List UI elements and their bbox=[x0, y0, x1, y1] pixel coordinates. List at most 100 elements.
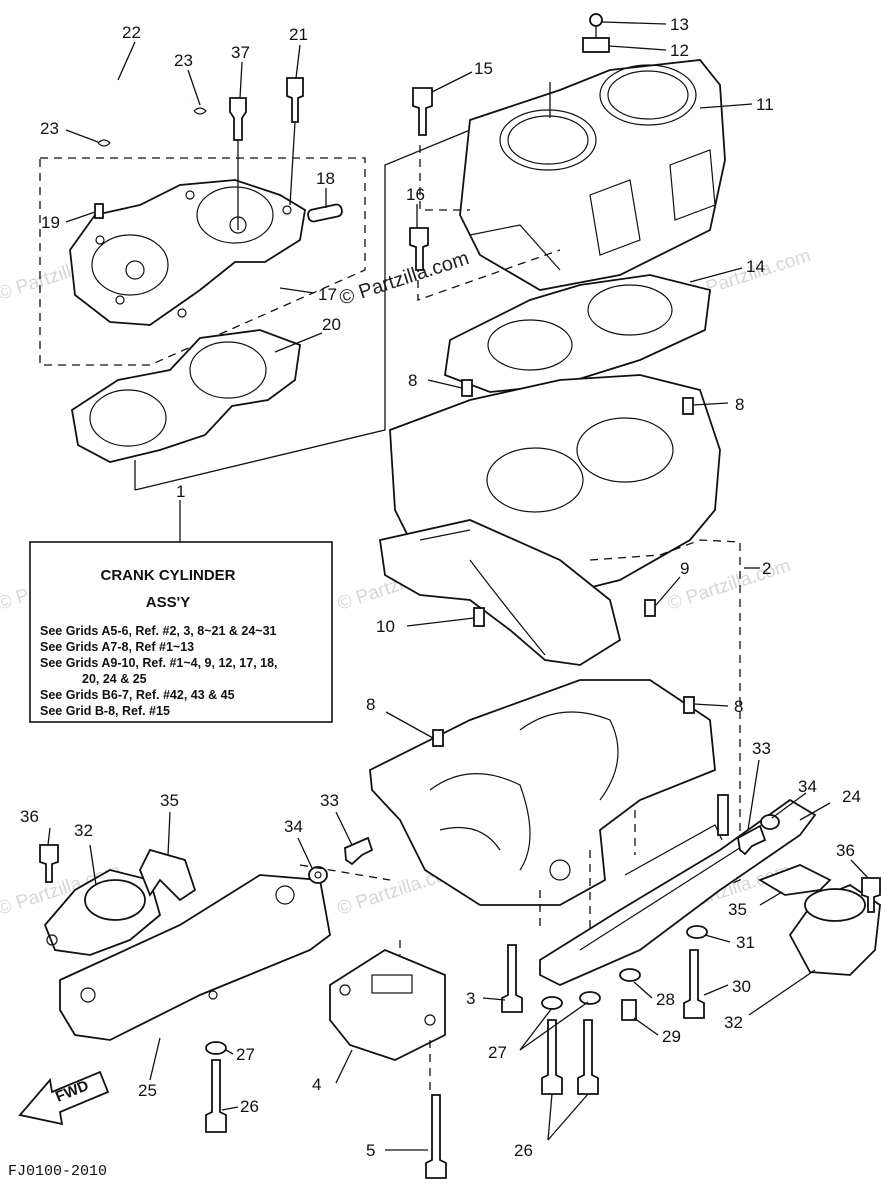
bolt-15 bbox=[412, 87, 433, 136]
cylinder-head-17 bbox=[69, 179, 306, 326]
washer-27 bbox=[579, 991, 601, 1005]
screw-13 bbox=[589, 13, 603, 27]
callout-14: 14 bbox=[746, 257, 765, 276]
info-box-title-1: CRANK CYLINDER bbox=[101, 567, 236, 584]
callout-32: 32 bbox=[724, 1013, 743, 1032]
cylinder-block-11 bbox=[409, 13, 726, 301]
callout-9: 9 bbox=[680, 559, 689, 578]
diagram-code: FJ0100-2010 bbox=[8, 1163, 107, 1180]
right-hardware bbox=[737, 814, 881, 913]
callout-10: 10 bbox=[376, 617, 395, 636]
callout-26: 26 bbox=[514, 1141, 533, 1160]
callout-33: 33 bbox=[320, 791, 339, 810]
callout-1: 1 bbox=[176, 482, 185, 501]
callout-23: 23 bbox=[174, 51, 193, 70]
dowel-8 bbox=[682, 397, 694, 415]
callout-3: 3 bbox=[466, 989, 475, 1008]
bolt-36-left bbox=[39, 844, 59, 883]
callout-8: 8 bbox=[735, 395, 744, 414]
callout-24: 24 bbox=[842, 787, 861, 806]
dowel-8 bbox=[461, 379, 473, 397]
fwd-arrow: FWD bbox=[18, 1070, 110, 1126]
callout-17: 17 bbox=[318, 285, 337, 304]
cylinder-head-group bbox=[39, 74, 366, 463]
callout-numbers: 22 23 23 37 21 18 19 17 20 15 16 13 12 1… bbox=[20, 15, 861, 1160]
head-gasket-20 bbox=[71, 329, 301, 463]
head-dashed-box bbox=[39, 157, 366, 366]
bolt-30 bbox=[683, 949, 705, 1019]
callout-31: 31 bbox=[736, 933, 755, 952]
info-box-border bbox=[29, 541, 333, 723]
washer-28 bbox=[619, 968, 641, 982]
callout-8: 8 bbox=[734, 697, 743, 716]
dowel-19 bbox=[94, 203, 104, 219]
callout-5: 5 bbox=[366, 1141, 375, 1160]
damper-35-left bbox=[139, 848, 197, 902]
dowel-9 bbox=[644, 599, 656, 617]
pin bbox=[717, 794, 729, 836]
washer-31 bbox=[686, 925, 708, 939]
bolt-21 bbox=[286, 77, 304, 123]
callout-11: 11 bbox=[756, 95, 774, 114]
bolt-29 bbox=[621, 999, 637, 1021]
info-box-title-2: ASS'Y bbox=[146, 594, 190, 611]
washers bbox=[205, 925, 708, 1055]
callout-33: 33 bbox=[752, 739, 771, 758]
callout-2: 2 bbox=[762, 559, 771, 578]
bracket-12 bbox=[582, 37, 610, 53]
callout-30: 30 bbox=[732, 977, 751, 996]
info-box: CRANK CYLINDER ASS'Y See Grids A5-6, Ref… bbox=[29, 541, 333, 723]
dashed-guides bbox=[299, 810, 636, 1095]
engine-mount-32-left bbox=[43, 869, 162, 956]
callout-leaders bbox=[47, 21, 869, 1151]
lower-crankcase bbox=[369, 679, 716, 906]
clip-23 bbox=[193, 107, 207, 115]
callout-20: 20 bbox=[322, 315, 341, 334]
callout-19: 19 bbox=[41, 213, 60, 232]
mount-plate-25 bbox=[59, 874, 331, 1041]
washer-27 bbox=[541, 996, 563, 1010]
bolt-5 bbox=[425, 1094, 447, 1179]
bolt-26 bbox=[577, 1019, 599, 1095]
callout-27: 27 bbox=[236, 1045, 255, 1064]
info-box-line: See Grid B-8, Ref. #15 bbox=[40, 704, 170, 718]
block-4 bbox=[329, 948, 446, 1061]
callout-21: 21 bbox=[289, 25, 308, 44]
bolt-16 bbox=[409, 227, 429, 271]
fitting-37 bbox=[229, 97, 247, 141]
callout-26: 26 bbox=[240, 1097, 259, 1116]
callout-22: 22 bbox=[122, 23, 141, 42]
callout-37: 37 bbox=[231, 43, 250, 62]
callout-36: 36 bbox=[20, 807, 39, 826]
callout-25: 25 bbox=[138, 1081, 157, 1100]
clip-23 bbox=[97, 139, 111, 147]
dowel-10 bbox=[473, 607, 485, 627]
callout-16: 16 bbox=[406, 185, 425, 204]
bolt-26 bbox=[205, 1059, 227, 1133]
upper-crankcase-2 bbox=[378, 374, 741, 931]
washer-27 bbox=[205, 1041, 227, 1055]
info-box-line: See Grids A9-10, Ref. #1~4, 9, 12, 17, 1… bbox=[40, 656, 278, 670]
washer-34-left bbox=[308, 866, 328, 884]
callout-35: 35 bbox=[728, 900, 747, 919]
callout-34: 34 bbox=[798, 777, 817, 796]
callout-13: 13 bbox=[670, 15, 689, 34]
bolt-36-right bbox=[861, 877, 881, 913]
callout-15: 15 bbox=[474, 59, 493, 78]
dowel-8 bbox=[683, 696, 695, 714]
callout-36: 36 bbox=[836, 841, 855, 860]
callout-8: 8 bbox=[408, 371, 417, 390]
callout-27: 27 bbox=[488, 1043, 507, 1062]
callout-32: 32 bbox=[74, 821, 93, 840]
callout-23: 23 bbox=[40, 119, 59, 138]
info-box-line: See Grids B6-7, Ref. #42, 43 & 45 bbox=[40, 688, 235, 702]
info-box-line: See Grids A5-6, Ref. #2, 3, 8~21 & 24~31 bbox=[40, 624, 277, 638]
bolt-33-right bbox=[737, 824, 767, 856]
watermark-center: © Partzilla.com bbox=[337, 247, 472, 310]
engine-mount-32-right bbox=[788, 883, 881, 976]
callout-29: 29 bbox=[662, 1027, 681, 1046]
callout-34: 34 bbox=[284, 817, 303, 836]
ref1-leader bbox=[134, 129, 471, 491]
callout-28: 28 bbox=[656, 990, 675, 1009]
